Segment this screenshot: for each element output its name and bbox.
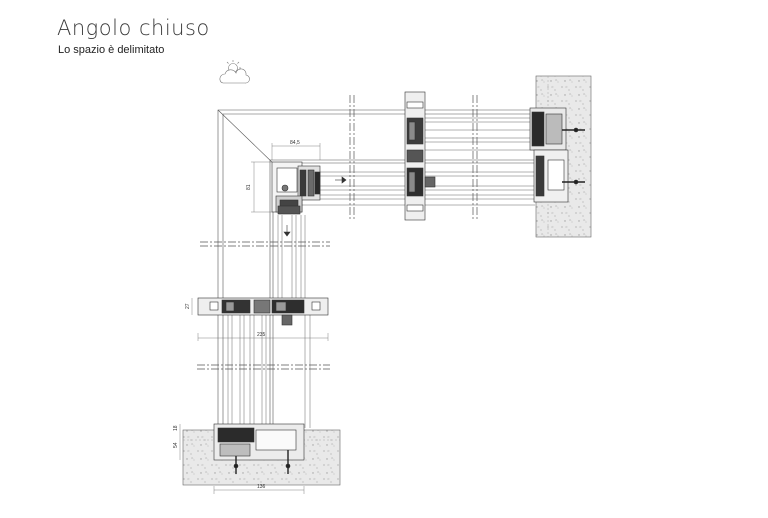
mid-post-vertical — [197, 297, 329, 326]
break-lines — [197, 95, 478, 370]
vertical-glass-panels — [227, 215, 311, 428]
page-title: Angolo chiuso — [57, 16, 210, 40]
dim-wall-width: 136 — [257, 484, 266, 490]
dim-profile-width: 84,5 — [290, 140, 300, 146]
wall-fixing-right — [529, 107, 585, 203]
dim-wall-depth: 54 — [173, 442, 179, 448]
page-subtitle: Lo spazio è delimitato — [58, 44, 165, 56]
wall-fixing-bottom — [213, 423, 305, 474]
dim-wall-offset: 18 — [173, 425, 179, 431]
mid-post-top — [404, 91, 436, 221]
dimension-lines — [179, 143, 329, 494]
dim-post-length: 235 — [257, 332, 266, 338]
dim-profile-depth: 81 — [246, 184, 252, 190]
dim-post-thickness: 27 — [185, 303, 191, 309]
sun-cloud-icon — [219, 60, 250, 84]
frame-outline — [217, 109, 540, 430]
corner-post — [271, 161, 347, 237]
